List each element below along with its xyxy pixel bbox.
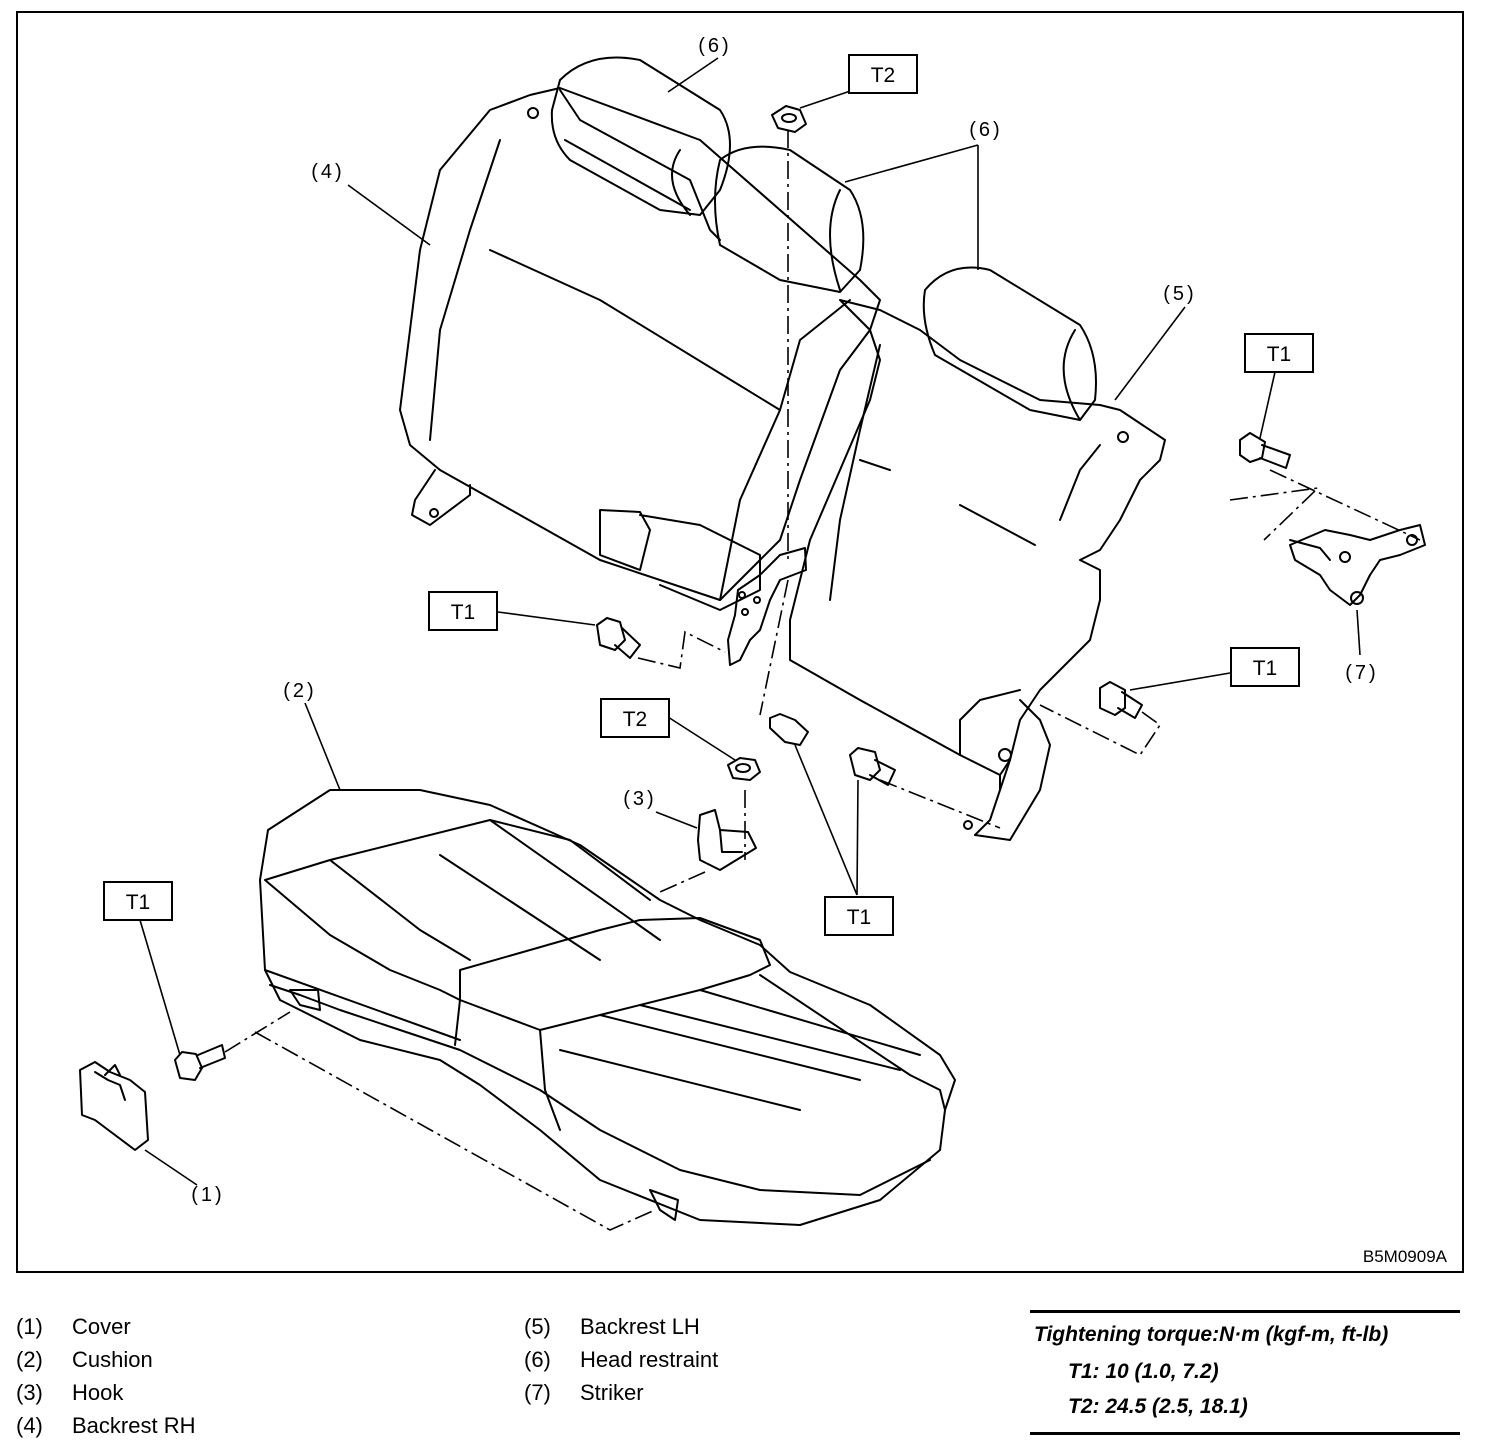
legend-label: Striker <box>580 1380 644 1405</box>
nut-mid <box>727 757 761 781</box>
legend-right: (5) Backrest LH (6) Head restraint (7) S… <box>524 1310 718 1409</box>
tag-t1-cushion-box <box>103 881 173 921</box>
cushion <box>259 789 956 1226</box>
callout-6b: (6) <box>969 119 1002 141</box>
diagram-frame <box>16 11 1464 1273</box>
legend-label: Hook <box>72 1380 124 1405</box>
legend-item: (7) Striker <box>524 1376 718 1409</box>
bolt-cushion <box>174 1044 226 1081</box>
head-restraint-rh <box>550 56 731 216</box>
legend-number: (2) <box>16 1347 43 1372</box>
legend-label: Head restraint <box>580 1347 719 1372</box>
tag-t1-right: T1 <box>1267 343 1292 366</box>
striker <box>1289 524 1426 606</box>
center-bracket <box>727 547 807 666</box>
bolt-right <box>1239 432 1291 469</box>
tag-t1-bottom: T1 <box>847 906 872 929</box>
callout-5: (5) <box>1163 283 1196 305</box>
legend-label: Cover <box>72 1314 131 1339</box>
tag-t1-bottom-box <box>824 896 894 936</box>
cover <box>79 1061 149 1151</box>
nut-top <box>771 105 807 133</box>
legend-item: (2) Cushion <box>16 1343 195 1376</box>
tag-t1-right-box <box>1244 333 1314 373</box>
torque-spec-box: Tightening torque:N·m (kgf-m, ft-lb) T1:… <box>1030 1310 1460 1435</box>
legend-number: (6) <box>524 1347 551 1372</box>
head-restraint-lh <box>922 266 1097 421</box>
tag-t1-bracket: T1 <box>1253 657 1278 680</box>
legend-number: (7) <box>524 1380 551 1405</box>
legend-label: Backrest RH <box>72 1413 196 1438</box>
legend-item: (5) Backrest LH <box>524 1310 718 1343</box>
backrest-lh <box>789 299 1166 841</box>
drawing-code: B5M0909A <box>1363 1247 1448 1266</box>
callout-7: (7) <box>1345 662 1378 684</box>
callout-2: (2) <box>283 680 316 702</box>
legend-number: (4) <box>16 1413 43 1438</box>
torque-t2: T2: 24.5 (2.5, 18.1) <box>1068 1395 1248 1418</box>
bolt-left <box>596 617 641 659</box>
backrest-rh <box>399 87 881 611</box>
tag-t1-left-box <box>428 591 498 631</box>
callout-3: (3) <box>623 788 656 810</box>
tag-t2-top: T2 <box>871 64 896 87</box>
tag-t1-cushion: T1 <box>126 891 151 914</box>
legend-label: Cushion <box>72 1347 153 1372</box>
callout-4: (4) <box>311 161 344 183</box>
head-restraint-center <box>714 145 865 293</box>
tag-t2-mid-box <box>600 698 670 738</box>
legend-number: (1) <box>16 1314 43 1339</box>
tag-t2-top-box <box>848 54 918 94</box>
bolt-lower-center <box>769 713 809 746</box>
legend-item: (1) Cover <box>16 1310 195 1343</box>
bolt-lh-bracket <box>1099 681 1143 719</box>
bolt-lower <box>849 747 896 786</box>
hook <box>697 809 757 871</box>
torque-title: Tightening torque:N·m (kgf-m, ft-lb) <box>1034 1323 1389 1346</box>
legend-left: (1) Cover (2) Cushion (3) Hook (4) Backr… <box>16 1310 195 1442</box>
exploded-seat-diagram: T2 T1 T1 T2 T1 T1 T1 (6) (4) (6) (5) (7)… <box>16 11 1464 1273</box>
legend-item: (4) Backrest RH <box>16 1409 195 1442</box>
legend-item: (3) Hook <box>16 1376 195 1409</box>
legend-label: Backrest LH <box>580 1314 700 1339</box>
tag-t1-left: T1 <box>451 601 476 624</box>
tag-t1-bracket-box <box>1230 647 1300 687</box>
tag-t2-mid: T2 <box>623 708 648 731</box>
torque-t1: T1: 10 (1.0, 7.2) <box>1068 1360 1219 1383</box>
callout-1: (1) <box>191 1184 224 1206</box>
legend-number: (5) <box>524 1314 551 1339</box>
legend-item: (6) Head restraint <box>524 1343 718 1376</box>
callout-6a: (6) <box>698 35 731 57</box>
legend-number: (3) <box>16 1380 43 1405</box>
